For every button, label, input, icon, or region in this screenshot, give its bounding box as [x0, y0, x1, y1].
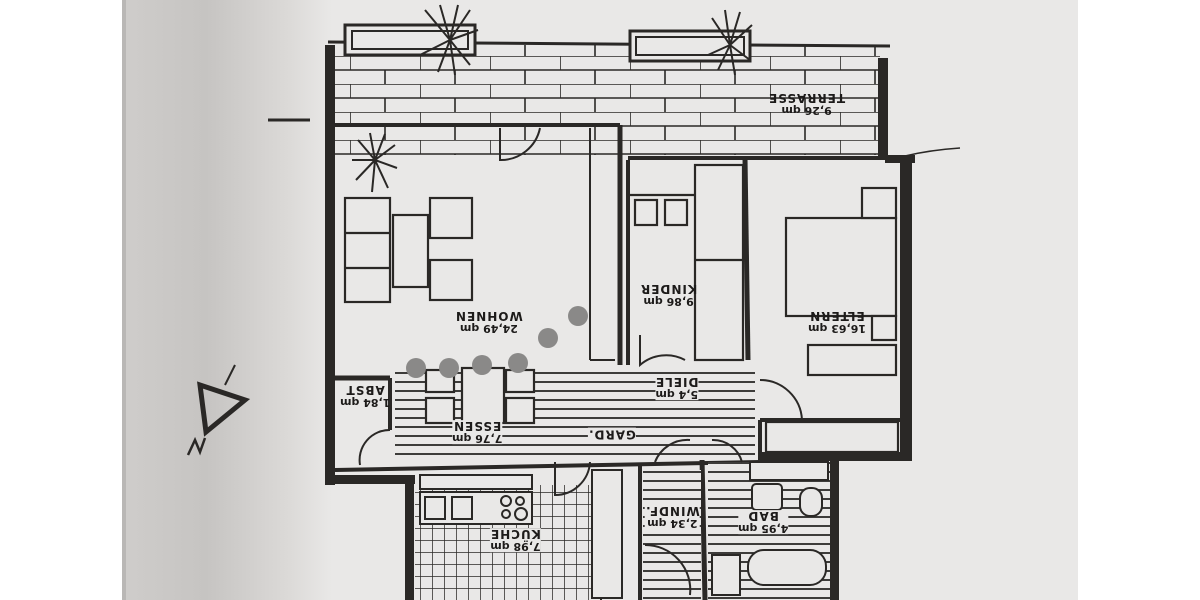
living-furniture	[343, 196, 474, 304]
kitchen-counters	[419, 469, 623, 599]
garderobe-label: GARD.	[588, 427, 636, 442]
overlay-dot	[406, 358, 426, 378]
kinder-furniture	[628, 163, 745, 362]
room-name: KINDER	[640, 282, 698, 297]
room-name: BAD	[747, 509, 779, 524]
overlay-dot	[568, 306, 588, 326]
room-label-bad: 4,95 qm BAD	[738, 509, 789, 536]
room-label-diele: 5,4 qm DIELE	[655, 375, 699, 402]
bath-fixtures	[711, 461, 829, 596]
overlay-dot	[538, 328, 558, 348]
room-area: 7,76 qm	[452, 432, 503, 446]
dining-furniture	[424, 366, 536, 425]
room-label-kueche: 7,98 qm KÜCHE	[490, 527, 541, 554]
overlay-dot	[439, 358, 459, 378]
room-label-eltern: 16,63 qm ELTERN	[808, 309, 866, 336]
room-area: 1,84 qm	[340, 396, 391, 410]
room-name: WOHNEN	[455, 309, 523, 324]
room-name: KÜCHE	[490, 527, 541, 542]
room-area: 9,86 qm	[643, 295, 694, 309]
room-name: TERRASSE	[768, 91, 846, 106]
room-name: ESSEN	[453, 419, 502, 434]
terrace-area	[327, 23, 891, 155]
room-area: 24,49 qm	[459, 322, 518, 336]
room-label-abst: 1,84 qm ABST	[340, 383, 391, 410]
paper-edge	[122, 0, 126, 600]
room-name: ABST	[345, 383, 385, 398]
north-arrow-icon	[186, 364, 251, 456]
plant-icon	[352, 4, 753, 193]
exterior-walls	[325, 45, 915, 600]
bed-furniture	[764, 186, 900, 454]
room-name: WINDF.	[645, 504, 700, 519]
ground-line	[904, 147, 961, 157]
room-area: 16,63 qm	[808, 322, 866, 336]
room-label-windf: 2,34 qm WINDF.	[645, 504, 700, 531]
overlay-dot	[508, 353, 528, 373]
room-area: 5,4 qm	[655, 388, 699, 402]
windfang-hatching	[643, 470, 701, 600]
room-label-essen: 7,76 qm ESSEN	[452, 419, 503, 446]
overlay-dot	[472, 355, 492, 375]
room-area: 7,98 qm	[490, 540, 541, 554]
paper-shadow	[122, 0, 332, 600]
room-name: DIELE	[655, 375, 699, 390]
room-label-terrasse: 9,26 qm TERRASSE	[768, 91, 846, 118]
room-area: 4,95 qm	[738, 522, 789, 536]
room-label-kinder: 9,86 qm KINDER	[640, 282, 698, 309]
room-label-wohnen: 24,49 qm WOHNEN	[455, 309, 523, 336]
doors	[358, 127, 803, 596]
room-area: 9,26 qm	[781, 104, 832, 118]
room-area: 2,34 qm	[647, 517, 698, 531]
room-name: ELTERN	[809, 309, 865, 324]
